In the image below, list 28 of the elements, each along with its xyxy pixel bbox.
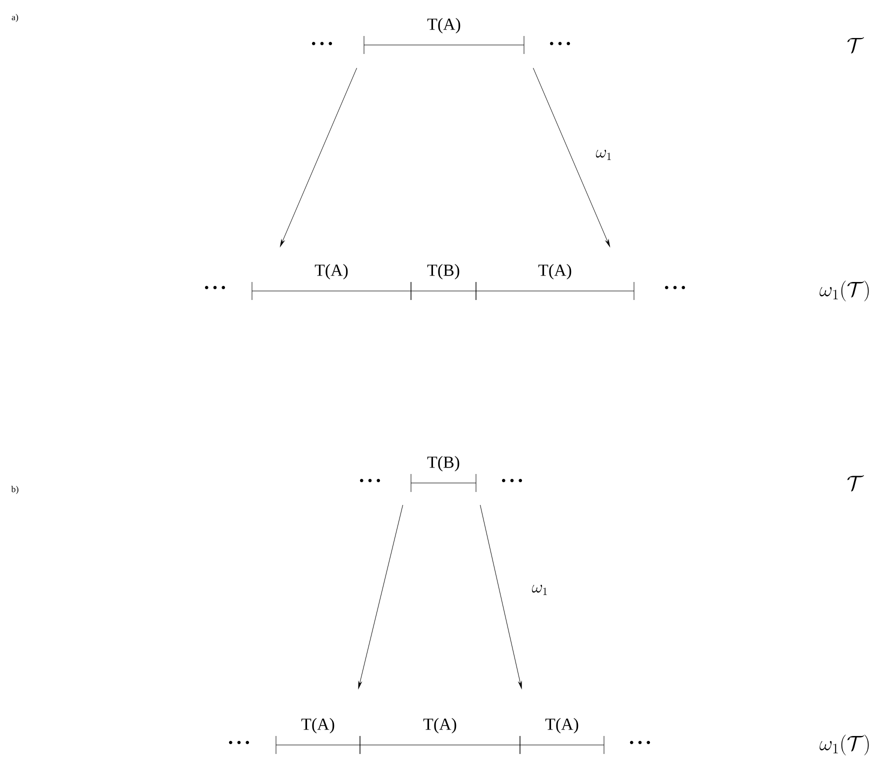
- tiling-label: $\mathcal{T}$: [847, 475, 864, 492]
- panel-label: b): [11, 486, 18, 494]
- panel-label: a): [12, 14, 18, 22]
- interval-segment: T(A): [364, 18, 524, 54]
- edge-label: $\omega_1$: [532, 584, 547, 595]
- interval-segment: T(B): [410, 456, 476, 492]
- interval-segment: T(A): [476, 264, 634, 300]
- ellipsis: • • •: [664, 286, 686, 290]
- interval-segment: T(A): [360, 718, 520, 754]
- ellipsis: • • •: [204, 286, 226, 290]
- ellipsis: • • •: [360, 478, 380, 482]
- ellipsis: • • •: [630, 740, 650, 744]
- arrow: [280, 68, 358, 247]
- ellipsis: • • •: [550, 42, 570, 46]
- edge-label: $\omega_1$: [596, 150, 611, 160]
- ellipsis: • • •: [228, 740, 250, 744]
- arrow: [480, 504, 522, 689]
- interval-segment: T(A): [252, 264, 412, 300]
- interval-segment: T(B): [410, 264, 476, 300]
- tiling-label: $\omega_1(\mathcal{T})$: [820, 734, 869, 756]
- arrow: [358, 504, 404, 689]
- tiling-label: $\omega_1(\mathcal{T})$: [820, 280, 869, 302]
- ellipsis: • • •: [312, 42, 332, 46]
- interval-segment: T(A): [520, 718, 604, 754]
- arrow: [532, 68, 610, 247]
- tiling-label: $\mathcal{T}$: [847, 37, 864, 54]
- ellipsis: • • •: [502, 478, 522, 482]
- interval-segment: T(A): [276, 718, 360, 754]
